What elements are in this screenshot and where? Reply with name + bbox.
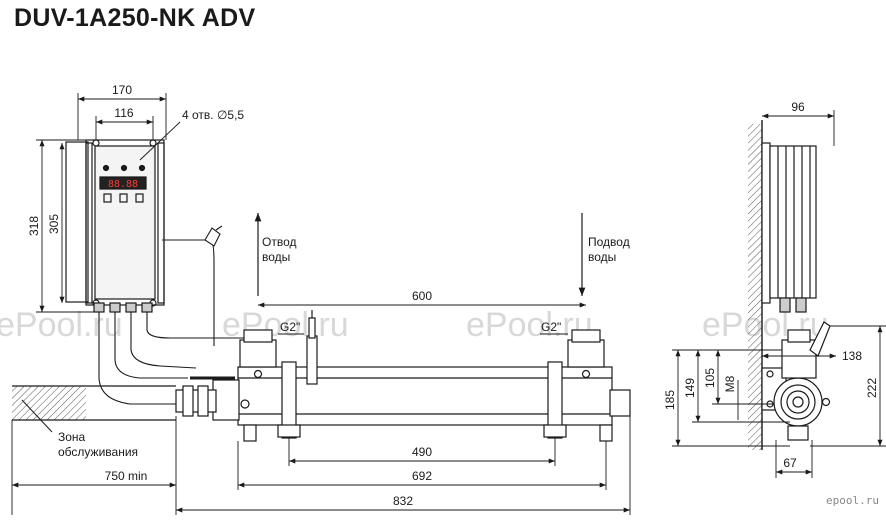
port-screw [581, 369, 591, 379]
outlet-port [239, 339, 277, 368]
brand-logo: epool.ru [826, 494, 879, 507]
bolt [821, 397, 831, 407]
fastener [240, 399, 250, 409]
lamp-connector [175, 389, 217, 413]
dimension-texts: 170 116 4 отв. ∅5,5 318 305 600 G2" G2" … [27, 83, 561, 508]
outlet-thread [243, 329, 273, 343]
service-zone-hatch [12, 386, 86, 420]
uv-chamber [175, 310, 631, 442]
clamp-base [277, 424, 301, 438]
flow-arrows [254, 213, 586, 296]
dim-305: 305 [47, 214, 61, 234]
drain-plug [599, 424, 613, 442]
inlet-thread [571, 329, 601, 343]
status-led [120, 164, 128, 172]
mounting-plate-left [65, 141, 89, 303]
cable-gland [125, 302, 137, 313]
inlet-label: Подвод [588, 235, 630, 249]
clamp-base [543, 424, 567, 438]
service-zone-label: обслуживания [58, 445, 138, 459]
drain-side [787, 425, 809, 441]
bolt [766, 370, 774, 378]
status-led [102, 164, 110, 172]
lamp-cable [130, 312, 197, 369]
service-zone: Зона обслуживания [12, 385, 176, 459]
power-cable [98, 312, 178, 405]
mains-plug [204, 225, 223, 247]
mounting-plate-side [761, 142, 771, 304]
sensor-cable [114, 312, 188, 379]
control-unit: 88.88 [65, 139, 165, 313]
panel-button [119, 193, 128, 203]
dim-170: 170 [112, 83, 132, 97]
panel-button [103, 193, 112, 203]
side-rail [157, 142, 165, 304]
digital-display [99, 176, 147, 190]
plug-body [204, 227, 221, 247]
dim-185: 185 [663, 390, 677, 410]
control-unit-panel [94, 145, 156, 300]
plug-cable [162, 239, 215, 346]
dimension-lines [11, 93, 631, 515]
lamp-connector-nut [197, 385, 209, 417]
panel-button [135, 193, 144, 203]
dim-105: 105 [703, 368, 717, 388]
end-cap-left [212, 379, 240, 421]
port-thread-side [787, 329, 811, 343]
cable-gland [141, 302, 153, 313]
outlet-label: воды [262, 250, 290, 264]
end-cap-right [609, 389, 631, 417]
port-side [781, 339, 817, 379]
dim-96: 96 [791, 100, 805, 114]
cable-gland-side [795, 297, 807, 313]
chamber-end-center [792, 396, 804, 408]
holes-note: 4 отв. ∅5,5 [182, 108, 244, 122]
dim-692: 692 [412, 469, 432, 483]
dim-600: 600 [412, 289, 432, 303]
plug-pin [215, 225, 223, 231]
wall-hatch [748, 124, 762, 450]
leader-line [21, 399, 53, 433]
holes-leader [139, 121, 181, 161]
uv-sensor [306, 335, 318, 385]
port-screw [253, 369, 263, 379]
dim-750-min: 750 min [105, 469, 148, 483]
thread-g2-right: G2" [541, 320, 561, 334]
watermarks: ePool.ru ePool.ru ePool.ru ePool.ru [0, 306, 829, 344]
dim-222: 222 [865, 378, 879, 398]
side-rail [85, 142, 93, 304]
status-led [138, 164, 146, 172]
sensor-probe [308, 317, 316, 339]
drain-plug [243, 424, 257, 442]
cable-gland-side [779, 297, 791, 313]
service-zone-label: Зона [58, 430, 86, 444]
lamp-connector-nut [182, 385, 194, 417]
dim-67: 67 [783, 456, 797, 470]
side-view: 96 138 222 185 149 105 M8 67 [663, 100, 886, 478]
cable-gland [93, 302, 105, 313]
dim-318: 318 [27, 216, 41, 236]
page-title: DUV-1A250-NK ADV [14, 4, 256, 32]
dim-116: 116 [114, 106, 133, 120]
dim-832: 832 [393, 494, 413, 508]
inlet-label: воды [588, 250, 616, 264]
thread-m8: M8 [723, 375, 737, 392]
thread-g2-left: G2" [280, 320, 300, 334]
display-readout: 88.88 [108, 179, 138, 190]
control-unit-side [769, 145, 817, 299]
dim-149: 149 [683, 378, 697, 398]
dim-138: 138 [842, 349, 862, 363]
cable-gland [109, 302, 121, 313]
outlet-label: Отвод [262, 235, 296, 249]
dim-490: 490 [412, 445, 432, 459]
inlet-port [567, 339, 605, 368]
